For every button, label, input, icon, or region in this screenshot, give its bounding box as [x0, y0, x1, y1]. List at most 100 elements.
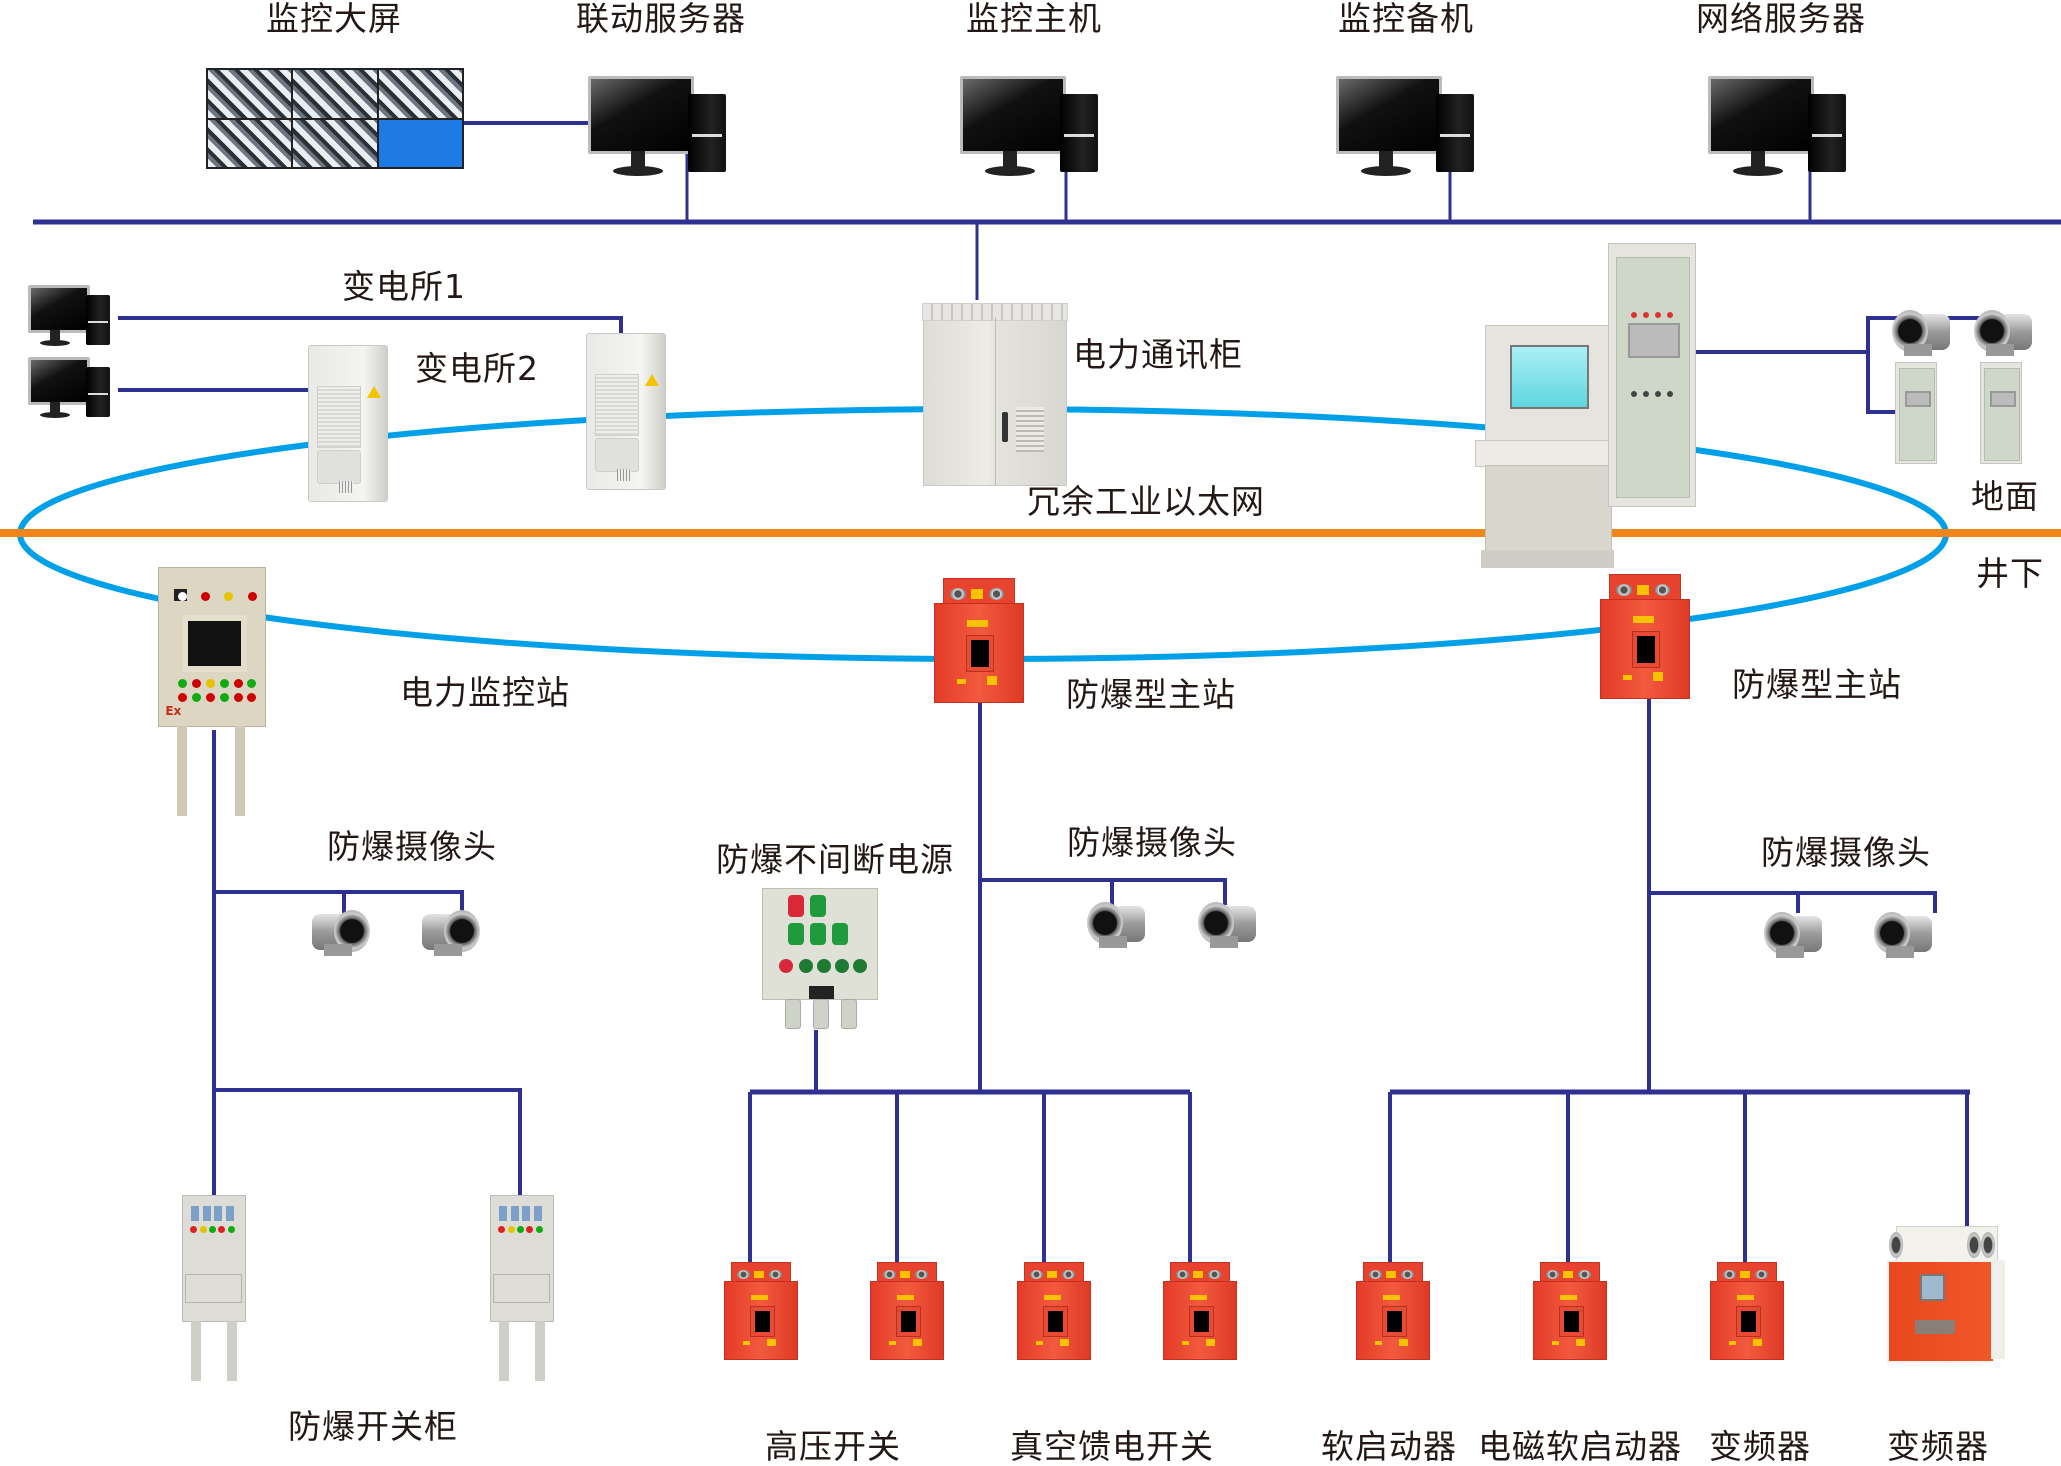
- indicator: [986, 676, 998, 685]
- substation-1-cabinet-icon[interactable]: [586, 333, 666, 490]
- underground-camera-4-icon[interactable]: [1196, 900, 1258, 950]
- vfd-2-inverter-icon[interactable]: [1887, 1226, 2005, 1368]
- label-camera-group-1: 防爆摄像头: [327, 827, 497, 866]
- surface-panel-2-icon[interactable]: [1980, 362, 2022, 464]
- meter-row: [497, 1206, 544, 1221]
- cable-gland: [1207, 1269, 1221, 1280]
- label-soft-starter: 软启动器: [1321, 1427, 1457, 1466]
- indicator: [767, 1338, 776, 1346]
- ma-mark-icon: [1193, 1270, 1204, 1279]
- stand-leg: [191, 1321, 201, 1381]
- underground-camera-6-icon[interactable]: [1872, 910, 1934, 960]
- power-comm-cabinet-icon[interactable]: [922, 303, 1068, 486]
- camera-mount: [1210, 936, 1238, 948]
- label-substation-1: 变电所1: [342, 267, 466, 306]
- nameplate: [966, 619, 988, 628]
- stand-leg: [535, 1321, 545, 1381]
- display-window: [1382, 1306, 1407, 1338]
- surface-camera-1-icon[interactable]: [1890, 308, 1952, 358]
- vfd-1-icon[interactable]: [1710, 1262, 1784, 1360]
- display-window: [750, 1306, 775, 1338]
- camera-mount: [1904, 344, 1932, 356]
- power-monitor-station-icon[interactable]: Ex: [158, 567, 266, 816]
- label-power-monitor-station: 电力监控站: [400, 673, 570, 712]
- label-vfd-1: 变频器: [1709, 1427, 1811, 1466]
- stand-leg: [227, 1321, 237, 1381]
- surface-panel-1-icon[interactable]: [1895, 362, 1937, 464]
- monitor-stand: [631, 151, 645, 169]
- soft-starter-icon[interactable]: [1356, 1262, 1430, 1360]
- monitor-base: [40, 340, 70, 346]
- indicator-lamps: [178, 591, 257, 601]
- explosion-proof-ups-icon[interactable]: [762, 888, 878, 1029]
- ma-mark-icon: [1563, 1270, 1574, 1279]
- underground-camera-5-icon[interactable]: [1762, 910, 1824, 960]
- video-tile: [293, 70, 377, 118]
- underground-camera-1-icon[interactable]: [310, 908, 372, 958]
- underground-camera-2-icon[interactable]: [420, 908, 482, 958]
- cabinet-door: [1615, 257, 1691, 498]
- pc-tower: [688, 94, 726, 172]
- vacuum-feeder-switch-1-icon[interactable]: [1017, 1262, 1091, 1360]
- cable-gland: [813, 999, 829, 1029]
- lamp-row: [497, 1226, 544, 1233]
- lower-compartment: [185, 1273, 243, 1303]
- console-desk: [1475, 440, 1622, 467]
- label-substation-2: 变电所2: [415, 349, 539, 388]
- indicator: [1652, 672, 1664, 681]
- display-window: [1736, 1306, 1761, 1338]
- label-em-soft-starter: 电磁软启动器: [1478, 1427, 1682, 1466]
- ma-mark-icon: [970, 589, 984, 599]
- cable-gland: [1615, 583, 1632, 597]
- monitor-host-pc-icon[interactable]: [960, 76, 1100, 176]
- breaker-green: [832, 923, 848, 945]
- switch-cabinet-1-icon[interactable]: [182, 1195, 246, 1381]
- right-camera-bus: [1649, 891, 1937, 913]
- cable-gland: [1545, 1269, 1559, 1280]
- video-wall-icon[interactable]: [206, 68, 464, 169]
- camera-mount: [1886, 946, 1914, 958]
- video-tile: [208, 119, 292, 167]
- station-screen: [182, 615, 248, 672]
- vacuum-feeder-switch-2-icon[interactable]: [1163, 1262, 1237, 1360]
- main-station-1-icon[interactable]: [934, 578, 1024, 703]
- cable-gland: [1400, 1269, 1414, 1280]
- button-red: [779, 959, 793, 973]
- high-voltage-switch-1-icon[interactable]: [724, 1262, 798, 1360]
- switch-cabinet-2-icon[interactable]: [490, 1195, 554, 1381]
- ma-mark-icon: [1047, 1270, 1058, 1279]
- nameplate: [808, 985, 834, 999]
- door-handle: [1002, 412, 1008, 442]
- network-server-pc-icon[interactable]: [1708, 76, 1848, 176]
- console-screen: [1510, 345, 1589, 409]
- cable-gland: [1029, 1269, 1043, 1280]
- cabinet-door: [1984, 368, 2020, 461]
- substation-1-pc-icon[interactable]: [28, 285, 118, 350]
- substation-2-cabinet-icon[interactable]: [308, 345, 388, 502]
- indicator: [1060, 1338, 1069, 1346]
- nameplate: [1559, 1294, 1577, 1301]
- em-soft-starter-icon[interactable]: [1533, 1262, 1607, 1360]
- button-row-2: [178, 692, 257, 702]
- cable-gland: [914, 1269, 928, 1280]
- substation-2-pc-icon[interactable]: [28, 357, 118, 422]
- ex-mark: Ex: [165, 703, 182, 718]
- breaker-green: [810, 923, 826, 945]
- monitor: [960, 76, 1066, 154]
- monitor-base: [613, 166, 663, 176]
- surface-camera-2-icon[interactable]: [1972, 308, 2034, 358]
- monitor-panel-cabinet-icon[interactable]: [1608, 243, 1696, 507]
- underground-camera-3-icon[interactable]: [1085, 900, 1147, 950]
- operator-console-icon[interactable]: [1475, 325, 1622, 568]
- main-station-2-icon[interactable]: [1600, 574, 1690, 699]
- indicator: [742, 1340, 750, 1345]
- linkage-server-pc-icon[interactable]: [588, 76, 728, 176]
- label-surface: 地面: [1971, 477, 2039, 516]
- label-camera-group-2: 防爆摄像头: [1067, 823, 1237, 862]
- indicator: [913, 1338, 922, 1346]
- button-green: [835, 959, 849, 973]
- high-voltage-switch-2-icon[interactable]: [870, 1262, 944, 1360]
- monitor-stand: [50, 330, 60, 342]
- monitor-backup-pc-icon[interactable]: [1336, 76, 1476, 176]
